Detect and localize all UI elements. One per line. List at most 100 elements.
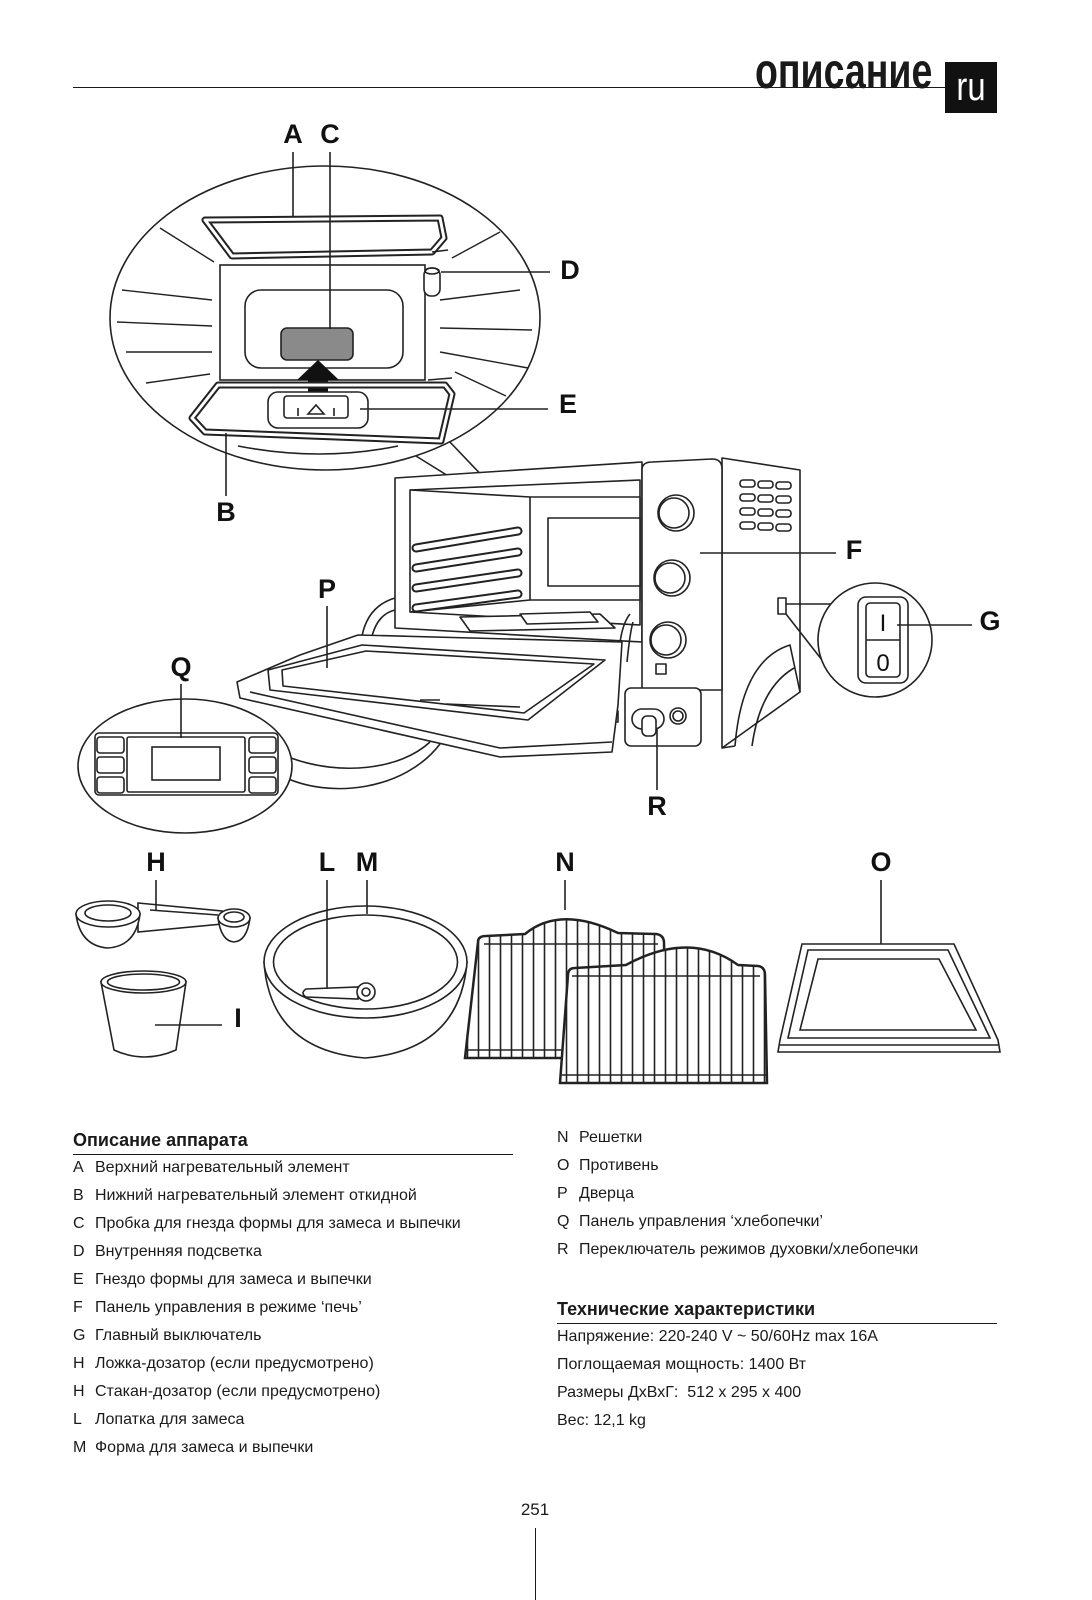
list-item: L Лопатка для замеса [73,1409,461,1437]
item-key: H [73,1383,85,1400]
interior-light-icon [423,267,441,297]
spec-line: Поглощаемая мощность: 1400 Вт [557,1356,807,1373]
item-text: Ложка-дозатор (если предусмотрено) [95,1355,374,1372]
item-key: L [73,1411,82,1428]
item-key: R [557,1241,569,1258]
list-item: A Верхний нагревательный элемент [73,1157,461,1185]
panel-button [96,736,125,754]
label-b: B [216,497,236,527]
label-d: D [560,255,580,285]
spec-line: Вес: 12,1 kg [557,1412,646,1429]
main-switch-small [777,597,787,615]
light-rays [116,227,533,397]
item-key: C [73,1215,85,1232]
list-item: D Внутренняя подсветка [73,1241,461,1269]
wire-racks [463,918,769,1085]
item-text: Главный выключатель [95,1327,262,1344]
language-badge: ru [945,62,997,113]
spec-line: Размеры ДхВхГ: 512 x 295 x 400 [557,1384,802,1401]
item-text: Панель управления ‘хлебопечки’ [579,1213,823,1230]
vent-grille [739,479,792,532]
spec-line: Напряжение: 220-240 V ~ 50/60Hz max 16A [557,1328,878,1345]
item-text: Пробка для гнезда формы для замеса и вып… [95,1215,461,1232]
description-title: Описание аппарата [73,1129,513,1155]
item-text: Переключатель режимов духовки/хлебопечки [579,1241,919,1258]
item-text: Решетки [579,1129,643,1146]
item-text: Лопатка для замеса [95,1411,245,1428]
label-i: I [234,1003,242,1033]
panel-button [96,776,125,794]
baking-tray [777,943,1001,1053]
item-key: N [557,1129,569,1146]
list-item: Q Панель управления ‘хлебопечки’ [557,1211,918,1239]
baking-pan [263,905,468,1059]
item-text: Верхний нагревательный элемент [95,1159,350,1176]
switch-off-mark: 0 [876,650,889,677]
switch-on-mark: I [880,610,887,637]
language-code: ru [956,65,986,109]
item-key: H [73,1355,85,1372]
measuring-cup [100,970,187,1058]
socket-plug [280,327,354,361]
header-rule [73,87,945,88]
list-item: E Гнездо формы для замеса и выпечки [73,1269,461,1297]
label-n: N [555,847,575,877]
oven-knobs [649,494,695,659]
kneading-paddle [302,986,359,1000]
parts-list: A Верхний нагревательный элемент B Нижний … [73,1157,461,1465]
page-number: 251 [520,1500,550,1519]
cavity-window [547,517,641,587]
item-text: Дверца [579,1185,635,1202]
oven-illustration [236,457,801,758]
bottom-heating-element [188,377,456,445]
appliance-diagram: I 0 [75,119,1001,1085]
interior-magnified-callout [109,165,541,529]
item-text: Гнездо формы для замеса и выпечки [95,1271,372,1288]
specs-title: Технические характеристики [557,1298,997,1324]
specs-list: Напряжение: 220-240 V ~ 50/60Hz max 16A … [557,1326,878,1438]
label-e: E [559,389,577,419]
item-text: Нижний нагревательный элемент откидной [95,1187,417,1204]
item-text: Форма для замеса и выпечки [95,1439,314,1456]
door-hinges [361,597,634,663]
panel-button [248,776,277,794]
label-o: O [870,847,891,877]
rack-rails [411,526,523,613]
item-text: Внутренняя подсветка [95,1243,262,1260]
item-key: G [73,1327,86,1344]
panel-button [248,736,277,754]
leader-lines [155,152,972,1026]
oven-door [236,634,623,758]
item-key: F [73,1299,83,1316]
measuring-spoon [75,900,251,949]
item-key: Q [557,1213,570,1230]
label-r: R [647,791,667,821]
top-heating-element [201,214,449,260]
panel-button [248,756,277,774]
item-key: O [557,1157,570,1174]
label-l: L [319,847,336,877]
list-item: R Переключатель режимов духовки/хлебопечк… [557,1239,918,1267]
label-q: Q [170,652,191,682]
oven-foot [734,644,801,747]
list-item: B Нижний нагревательный элемент откидной [73,1185,461,1213]
indicator-lamp [655,663,667,675]
label-h: H [146,847,166,877]
oven-floor [237,445,399,455]
label-m: M [356,847,379,877]
item-key: B [73,1187,84,1204]
list-item: H Ложка-дозатор (если предусмотрено) [73,1353,461,1381]
baking-pan-socket [267,391,369,429]
item-key: D [73,1243,85,1260]
list-item: C Пробка для гнезда формы для замеса и вы… [73,1213,461,1241]
item-key: E [73,1271,84,1288]
arrow-up-icon [297,360,339,398]
item-key: A [73,1159,84,1176]
label-g: G [979,606,1000,636]
item-key: P [557,1185,568,1202]
panel-button [96,756,125,774]
